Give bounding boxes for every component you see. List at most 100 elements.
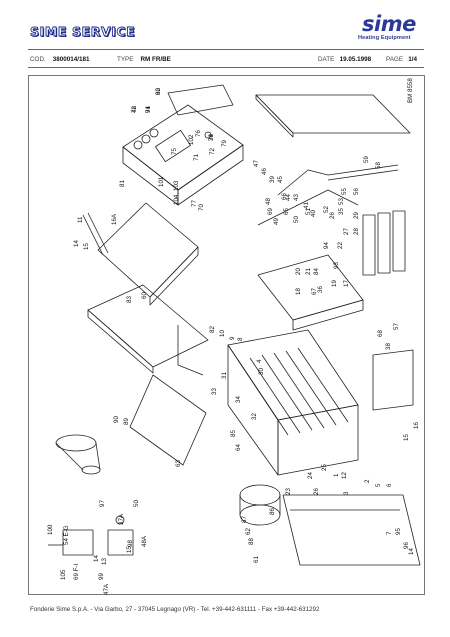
part-number-label: 80: [155, 88, 162, 95]
part-number-label: 48A: [141, 535, 148, 547]
part-number-label: 58: [375, 162, 382, 169]
part-number-label: 74: [145, 106, 152, 113]
part-number-label: 11: [77, 216, 84, 223]
part-number-label: 68: [377, 330, 384, 337]
part-number-label: 42: [131, 106, 138, 113]
part-number-label: 98: [127, 540, 134, 547]
right-side-plate: [372, 349, 414, 411]
part-number-label: 69 F-I: [73, 564, 80, 580]
part-number-label: 15: [403, 434, 410, 441]
part-number-label: 14: [73, 240, 80, 247]
type-field: TYPE RM FR/BE: [117, 56, 171, 63]
pipe-loop: [177, 325, 204, 376]
header-rule-bottom: [28, 67, 424, 68]
brand-title: SIME SERVICE: [30, 24, 136, 40]
part-number-label: 105: [60, 569, 67, 580]
part-number-label: 62: [245, 528, 252, 535]
part-number-label: 43: [293, 194, 300, 201]
part-number-label: 36: [317, 286, 324, 293]
part-number-label: 65: [283, 208, 290, 215]
part-number-label: 92: [155, 88, 162, 95]
part-number-label: 21: [305, 268, 312, 275]
part-number-label: 70: [198, 204, 205, 211]
part-number-label: 49: [273, 218, 280, 225]
part-number-label: 13: [101, 558, 108, 565]
part-number-label: 39: [269, 176, 276, 183]
part-number-label: 103: [173, 180, 180, 191]
part-number-label: 95: [395, 528, 402, 535]
drawing-code: BM 8558: [407, 78, 414, 103]
part-number-label: 96: [403, 542, 410, 549]
part-number-label: 41: [303, 202, 310, 209]
part-number-label: 104: [173, 194, 180, 205]
part-number-label: 59: [363, 156, 370, 163]
part-number-label: 56: [353, 188, 360, 195]
part-number-label: 77: [191, 200, 198, 207]
part-number-label: 26: [313, 488, 320, 495]
part-number-label: 12: [341, 472, 348, 479]
logo-word: sime: [362, 12, 416, 36]
part-number-label: 34: [235, 396, 242, 403]
part-number-label: 63: [175, 460, 182, 467]
part-number-label: 6: [386, 483, 393, 487]
part-number-label: 34: [208, 134, 215, 141]
part-number-label: 26: [329, 212, 336, 219]
part-number-label: 32: [251, 413, 258, 420]
part-number-label: 88: [248, 538, 255, 545]
cod-value: 3800014/181: [52, 56, 90, 63]
sime-logo: sime Heating Equipment: [358, 12, 430, 44]
part-number-label: 48: [265, 198, 272, 205]
drawing-frame: [28, 75, 425, 595]
part-number-label: 100: [47, 524, 54, 535]
part-number-label: 69: [267, 208, 274, 215]
heat-exchanger-drawing: [227, 329, 359, 476]
front-panel: [282, 494, 421, 566]
side-panel: [129, 374, 207, 466]
part-number-label: 20: [295, 268, 302, 275]
part-number-label: 28: [353, 228, 360, 235]
part-number-label: 102: [188, 134, 195, 145]
part-number-label: 55: [341, 188, 348, 195]
page-label: PAGE: [386, 56, 404, 63]
part-number-label: 18: [295, 288, 302, 295]
part-number-label: 101: [158, 176, 165, 187]
part-number-label: 31: [221, 372, 228, 379]
part-number-label: 22: [337, 242, 344, 249]
date-value: 19.05.1998: [339, 56, 372, 63]
part-number-label: 54 E-G: [63, 525, 70, 545]
part-number-label: 30: [258, 368, 265, 375]
part-number-label: 14: [93, 555, 100, 562]
part-number-label: 4: [256, 359, 263, 363]
upper-right-panel: [255, 94, 411, 134]
part-number-label: 37A: [118, 513, 125, 525]
part-number-label: 83: [126, 296, 133, 303]
part-number-label: 89: [123, 418, 130, 425]
part-number-label: 50: [293, 216, 300, 223]
part-number-label: 45: [277, 176, 284, 183]
part-number-label: 79: [221, 140, 228, 147]
gas-valve-drawing: [48, 515, 134, 556]
part-number-label: 9: [229, 336, 236, 340]
part-number-label: 5: [375, 483, 382, 487]
type-label: TYPE: [117, 56, 134, 63]
part-number-label: 24: [307, 472, 314, 479]
part-number-label: 19: [331, 280, 338, 287]
part-number-label: 44: [285, 194, 292, 201]
part-number-label: 99: [98, 573, 105, 580]
part-number-label: 51: [305, 208, 312, 215]
part-number-label: 84: [313, 268, 320, 275]
part-number-label: 75: [171, 148, 178, 155]
part-number-label: 64: [235, 444, 242, 451]
logo-subtitle: Heating Equipment: [358, 35, 411, 41]
part-number-label: 87: [241, 516, 248, 523]
part-number-label: 8: [237, 337, 244, 341]
part-number-label: 25: [321, 464, 328, 471]
part-number-label: 91: [145, 106, 152, 113]
part-number-label: 90: [113, 416, 120, 423]
footer-address: Fonderie Sime S.p.A. - Via Garbo, 27 - 3…: [30, 606, 320, 613]
part-number-label: 3: [343, 491, 350, 495]
part-number-label: 35: [338, 208, 345, 215]
